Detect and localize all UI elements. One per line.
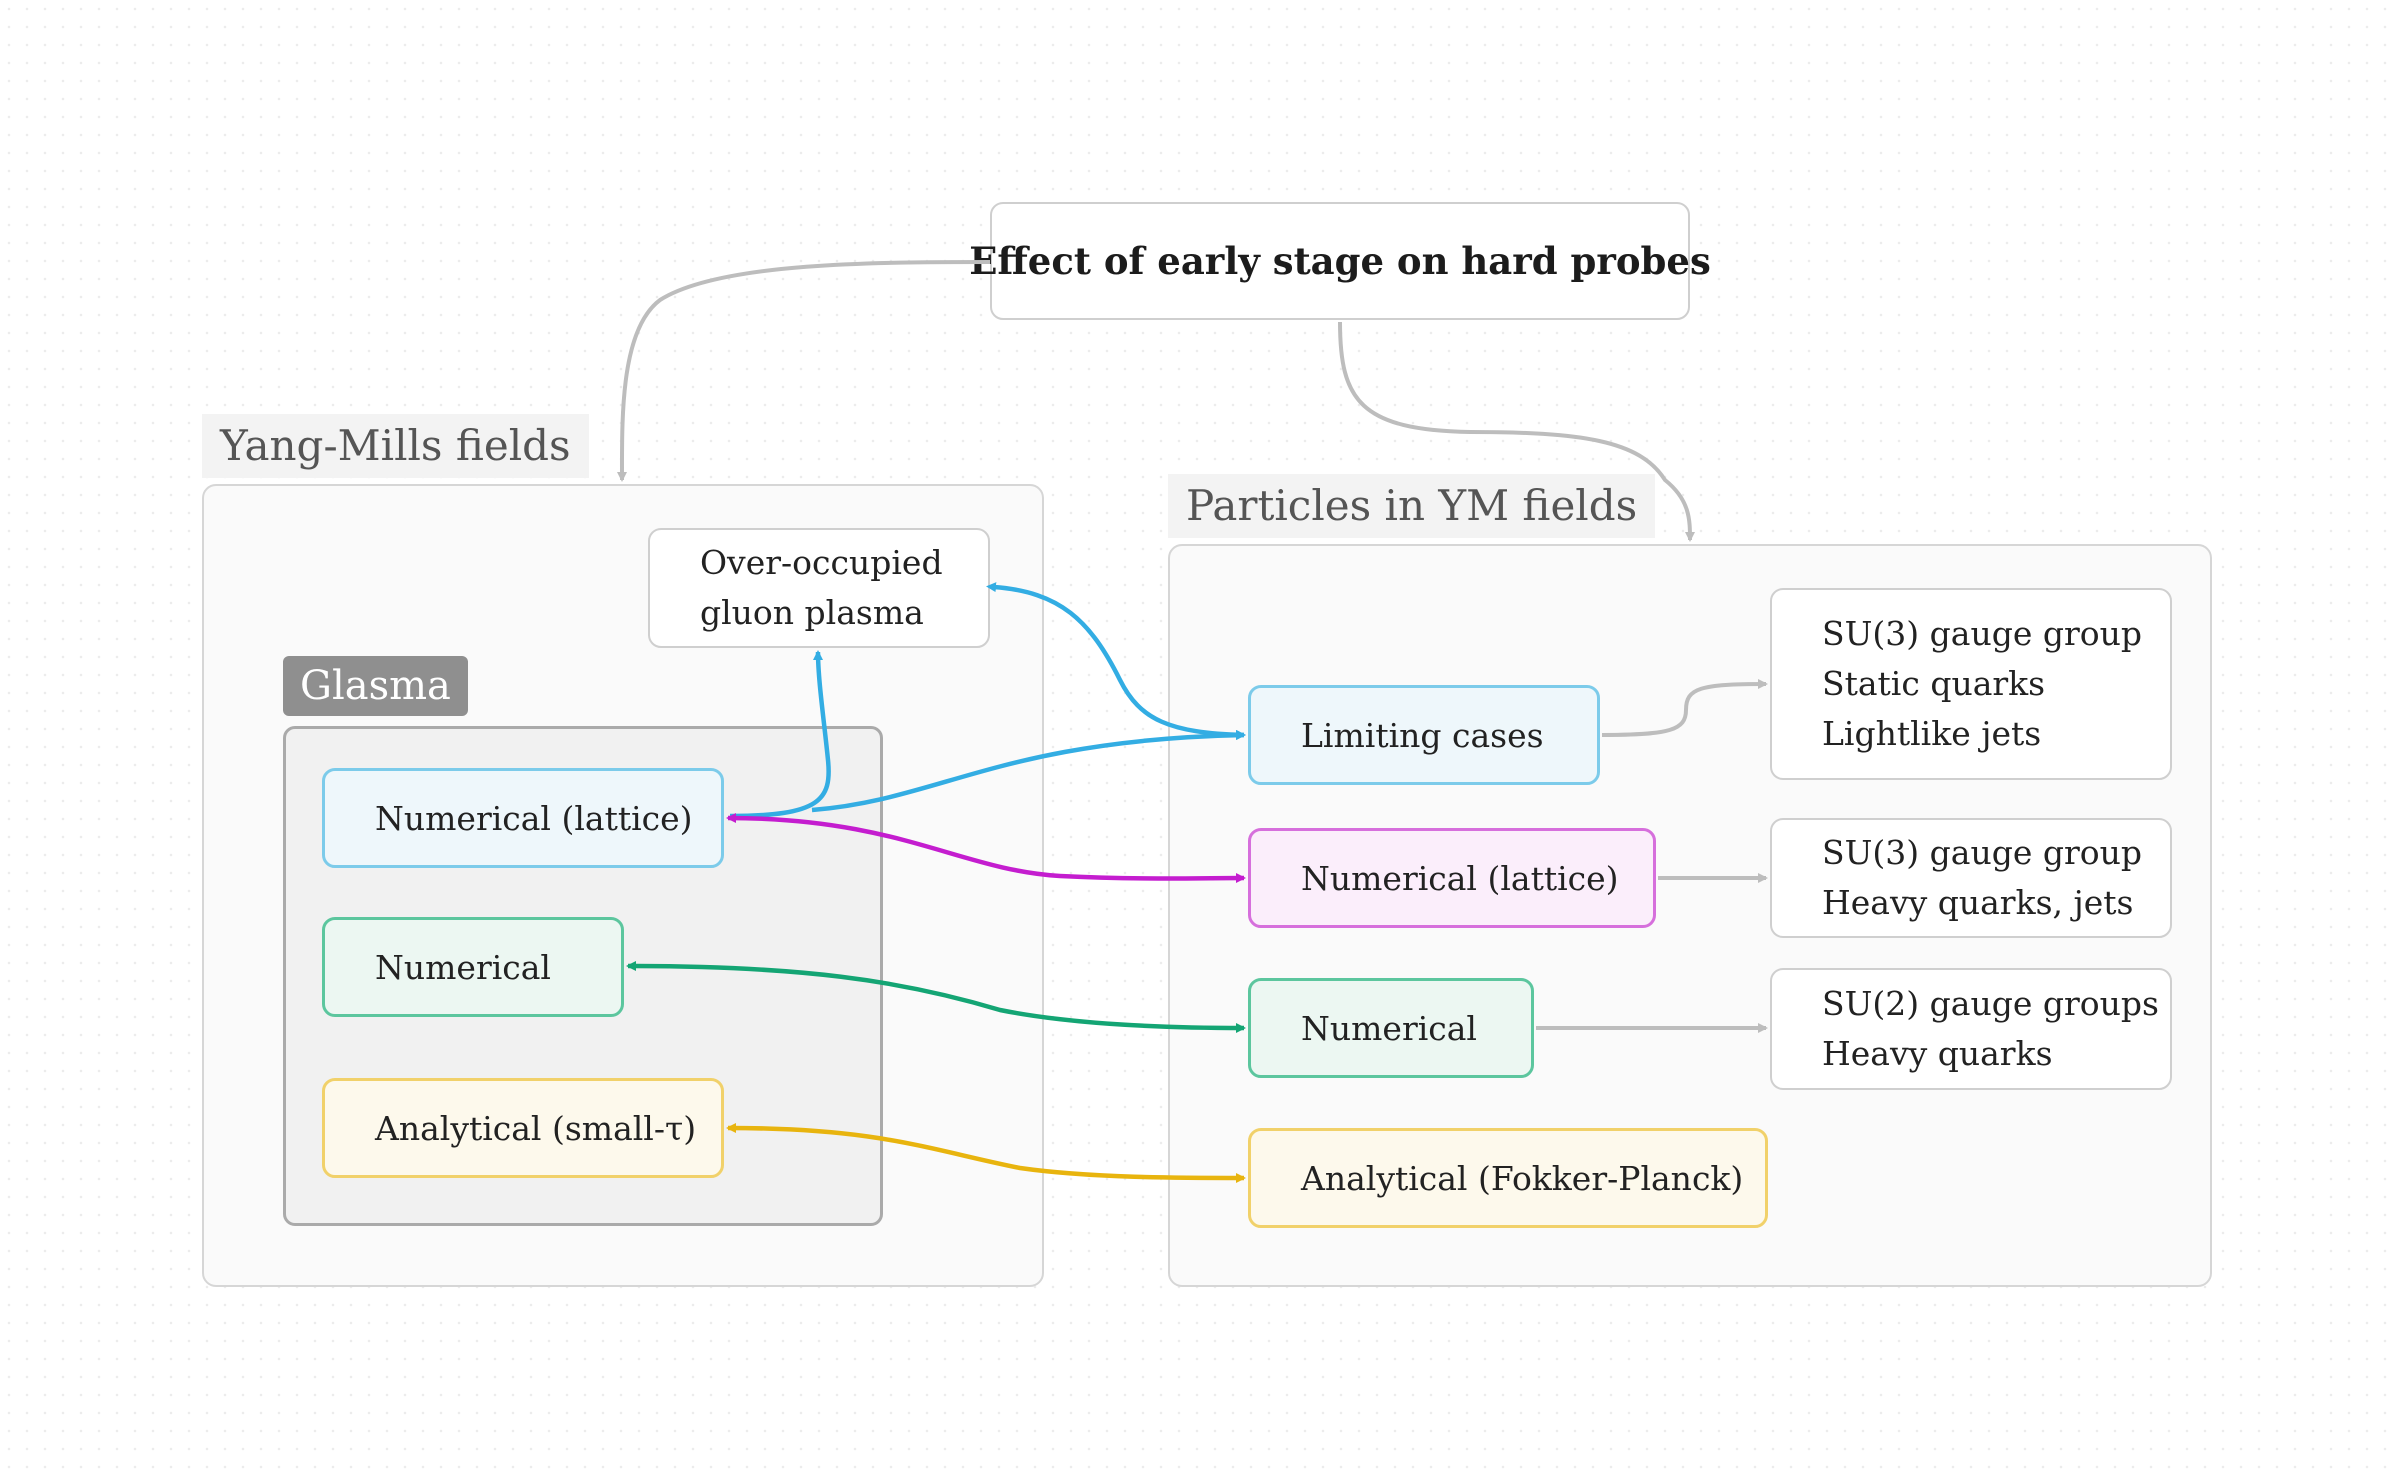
title-node: Effect of early stage on hard probes	[969, 202, 1711, 320]
edge-title-to-yang-mills	[616, 260, 991, 482]
title-text: Effect of early stage on hard probes	[969, 239, 1711, 283]
particles-numerical-node: Numerical	[1248, 978, 1534, 1078]
yang-mills-group-label: Yang-Mills fields	[202, 414, 589, 478]
glasma-label: Glasma	[283, 656, 468, 716]
glasma-numerical-node: Numerical	[322, 917, 624, 1017]
limiting-cases-node: Limiting cases	[1248, 685, 1600, 785]
limiting-cases-details: SU(3) gauge group Static quarks Lightlik…	[1770, 588, 2172, 780]
particles-group-label: Particles in YM fields	[1168, 474, 1656, 538]
particles-lattice-node: Numerical (lattice)	[1248, 828, 1656, 928]
particles-analytical-node: Analytical (Fokker-Planck)	[1248, 1128, 1768, 1228]
numerical-details: SU(2) gauge groups Heavy quarks	[1770, 968, 2172, 1090]
lattice-details: SU(3) gauge group Heavy quarks, jets	[1770, 818, 2172, 938]
gluon-plasma-node: Over-occupied gluon plasma	[648, 528, 990, 648]
glasma-lattice-node: Numerical (lattice)	[322, 768, 724, 868]
glasma-analytical-node: Analytical (small-τ)	[322, 1078, 724, 1178]
